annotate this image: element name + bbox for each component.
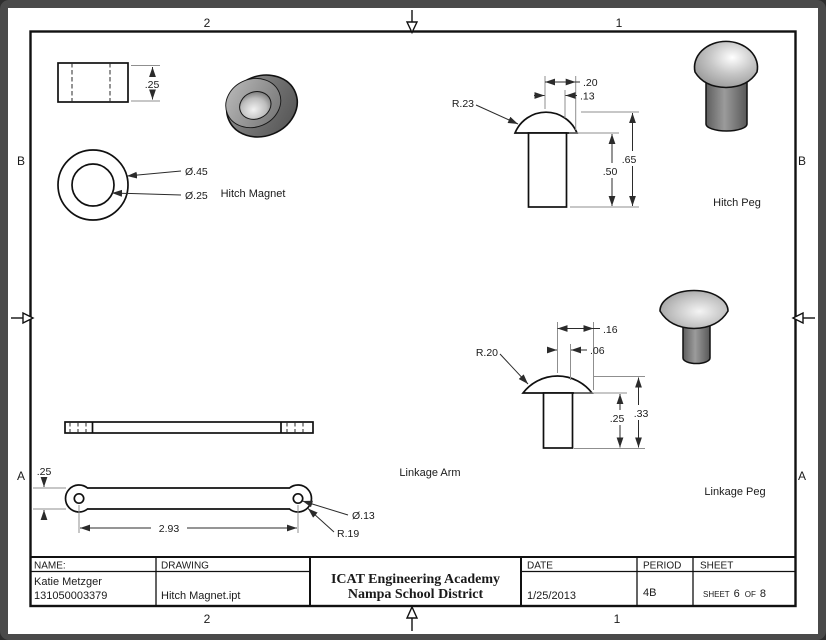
dim-hitch-peg-head-offset: .20 <box>544 76 598 130</box>
dim-linkage-arm-thickness: .25 <box>33 466 66 520</box>
date-label: DATE <box>527 561 553 572</box>
dim-text: .33 <box>634 408 649 420</box>
center-arrow-top <box>405 10 419 35</box>
linkage-arm-label: Linkage Arm <box>399 467 460 479</box>
view-linkage-peg: R.20 .16 .06 .33 . <box>476 289 766 498</box>
dim-text: .65 <box>622 154 637 166</box>
linkage-peg-3d-view <box>659 289 729 365</box>
period-label: PERIOD <box>643 561 681 572</box>
drawing-label: DRAWING <box>161 561 209 572</box>
name-label: NAME: <box>34 561 66 572</box>
dim-text: 2.93 <box>159 523 180 535</box>
linkage-arm-front-view <box>64 484 313 513</box>
period-value: 4B <box>643 587 656 599</box>
dim-linkage-peg-head-radius: R.20 <box>476 347 529 385</box>
sheet-word: SHEET <box>703 590 730 599</box>
dim-text: .06 <box>590 345 605 357</box>
linkage-arm-side-view <box>64 421 314 434</box>
dim-linkage-peg-head-offset: .16 <box>557 322 618 390</box>
hitch-magnet-inner-circle <box>71 163 115 207</box>
zone-right-a: A <box>798 469 806 483</box>
organization-line2: Nampa School District <box>348 587 484 602</box>
linkage-peg-stem <box>542 392 574 449</box>
linkage-peg-label: Linkage Peg <box>704 486 765 498</box>
dim-text: .13 <box>580 91 595 103</box>
dim-text: .16 <box>603 324 618 336</box>
center-arrow-bottom <box>405 605 419 631</box>
dim-text: Ø.45 <box>185 166 208 178</box>
dim-hitch-peg-overall-height: .65 <box>570 111 639 208</box>
zone-left-b: B <box>17 154 25 168</box>
sheet-of-word: OF <box>745 590 756 599</box>
dim-linkage-arm-hole-spacing: 2.93 <box>78 505 299 535</box>
hitch-peg-label: Hitch Peg <box>713 197 761 209</box>
name-value: Katie Metzger <box>34 576 102 588</box>
hitch-peg-stem <box>527 132 568 208</box>
linkage-arm-right-hole <box>292 492 304 505</box>
zone-labels: 2 1 2 1 B A B A <box>17 16 806 626</box>
center-arrow-left <box>11 311 35 325</box>
linkage-peg-head <box>521 375 594 394</box>
dim-hitch-peg-head-radius: R.23 <box>452 98 519 125</box>
zone-left-a: A <box>17 469 25 483</box>
view-hitch-peg: R.23 .20 .13 .65 . <box>452 40 761 209</box>
dim-hitch-magnet-inner-dia: Ø.25 <box>111 189 208 202</box>
zone-top-2: 2 <box>204 16 211 30</box>
dim-linkage-arm-end-radius: R.19 <box>307 508 359 540</box>
zone-bottom-2: 2 <box>204 612 211 626</box>
dim-text: .20 <box>583 77 598 89</box>
dim-hitch-magnet-outer-dia: Ø.45 <box>126 166 208 179</box>
center-arrow-right <box>791 311 815 325</box>
hitch-magnet-3d-view <box>225 74 299 138</box>
hitch-peg-head <box>513 111 579 134</box>
hitch-peg-3d-view <box>693 40 759 132</box>
sheet-number: 6 <box>734 588 740 600</box>
dim-text: R.23 <box>452 98 474 110</box>
zone-right-b: B <box>798 154 806 168</box>
student-id-value: 131050003379 <box>34 590 107 602</box>
sheet-total: 8 <box>760 588 766 600</box>
dim-text: Ø.13 <box>352 510 375 522</box>
linkage-arm-left-hole <box>73 492 85 505</box>
dim-hitch-peg-head-chord: .13 <box>534 90 595 118</box>
center-alignment-arrows <box>11 10 815 631</box>
dim-text: .25 <box>145 79 160 91</box>
dim-linkage-peg-stem-height: .25 <box>574 392 627 448</box>
dim-linkage-peg-overall-height: .33 <box>574 376 649 449</box>
dim-hitch-magnet-thickness: .25 <box>131 65 160 102</box>
dim-text: R.19 <box>337 528 359 540</box>
organization-line1: ICAT Engineering Academy <box>331 572 500 587</box>
dim-hitch-peg-stem-height: .50 <box>569 132 619 206</box>
dim-text: .50 <box>603 166 618 178</box>
zone-bottom-1: 1 <box>614 612 621 626</box>
dim-text: .25 <box>37 466 52 478</box>
dim-linkage-arm-hole-dia: Ø.13 <box>302 500 375 522</box>
drawing-file-value: Hitch Magnet.ipt <box>161 590 240 602</box>
dim-text: R.20 <box>476 347 498 359</box>
dim-linkage-peg-head-chord: .06 <box>547 344 605 380</box>
sheet-label: SHEET <box>700 561 733 572</box>
sheet-value: SHEET 6 OF 8 <box>703 588 766 600</box>
hitch-magnet-label: Hitch Magnet <box>221 188 286 200</box>
dim-text: .25 <box>610 413 625 425</box>
view-hitch-magnet: .25 Ø.45 Ø.25 Hitch Magnet <box>57 62 299 221</box>
hitch-magnet-side-view <box>57 62 129 103</box>
view-linkage-arm: .25 2.93 Ø.13 R.19 Linkage Arm <box>33 421 461 540</box>
title-block: NAME: Katie Metzger 131050003379 DRAWING… <box>30 556 796 606</box>
dim-text: Ø.25 <box>185 190 208 202</box>
date-value: 1/25/2013 <box>527 590 576 602</box>
zone-top-1: 1 <box>616 16 623 30</box>
